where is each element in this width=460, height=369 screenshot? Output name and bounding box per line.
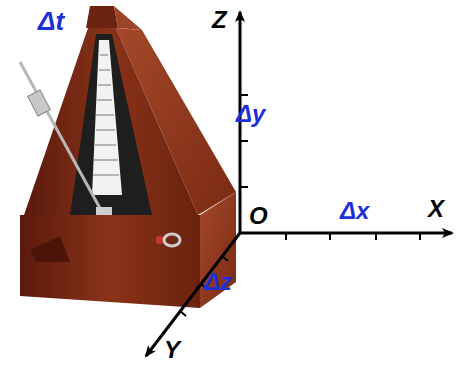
- pendulum-pivot: [96, 207, 112, 215]
- axis-ticks: [180, 95, 420, 316]
- metronome: [20, 6, 236, 308]
- axis-name: Z: [212, 8, 227, 32]
- metronome-scale: [92, 40, 122, 195]
- metronome-base-front: [20, 215, 200, 308]
- metronome-cap-side: [114, 6, 142, 30]
- pendulum-weight: [28, 90, 51, 116]
- interval-label: Δx: [340, 199, 369, 223]
- winding-key: [164, 234, 180, 246]
- interval-label: Δz: [204, 270, 232, 294]
- y-axis: [146, 233, 240, 356]
- time-label: Δt: [38, 8, 64, 34]
- metronome-base-side: [200, 192, 236, 308]
- axis-name: X: [428, 197, 444, 221]
- scale-ticks: [93, 55, 119, 175]
- metronome-panel: [70, 34, 152, 215]
- origin-label: O: [249, 204, 268, 228]
- interval-label: Δy: [236, 102, 265, 126]
- pendulum-rod: [20, 62, 102, 212]
- metronome-cap: [86, 6, 118, 28]
- axis-name: Y: [164, 338, 180, 362]
- axes: [146, 12, 452, 356]
- metronome-notch: [30, 236, 70, 262]
- metronome-front: [24, 28, 198, 215]
